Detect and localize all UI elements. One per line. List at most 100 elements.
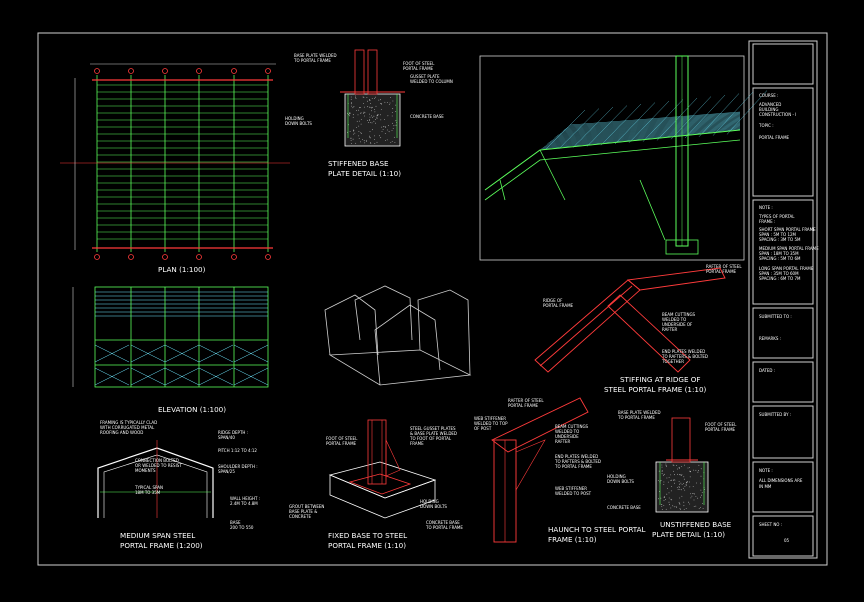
sheet-no-label: SHEET NO :	[759, 522, 782, 527]
stiffened-title-1: STIFFENED BASE	[328, 159, 389, 168]
sheet-no-value: 05	[784, 538, 790, 543]
concrete-aggregate	[358, 138, 360, 139]
concrete-aggregate	[670, 507, 672, 509]
concrete-aggregate	[686, 481, 688, 483]
concrete-aggregate	[383, 126, 384, 128]
concrete-aggregate	[380, 119, 382, 121]
ridge-stiffing-drawing	[534, 267, 726, 373]
cad-line	[656, 97, 698, 141]
cad-line	[130, 344, 166, 363]
elevation-drawing	[72, 286, 269, 388]
concrete-aggregate	[386, 129, 388, 131]
concrete-aggregate	[371, 107, 373, 109]
concrete-aggregate	[388, 125, 389, 126]
unstiffened-title-1: UNSTIFFENED BASE	[660, 520, 732, 529]
concrete-aggregate	[388, 104, 390, 105]
concrete-aggregate	[679, 489, 681, 490]
concrete-aggregate	[663, 481, 665, 483]
concrete-aggregate	[665, 463, 667, 465]
stiffened-title-2: PLATE DETAIL (1:10)	[328, 169, 401, 178]
concrete-aggregate	[679, 503, 680, 505]
label-steel-gusset: STEEL GUSSET PLATES	[410, 426, 456, 431]
concrete-aggregate	[364, 142, 366, 144]
concrete-aggregate	[700, 489, 702, 491]
concrete-aggregate	[678, 486, 680, 488]
concrete-aggregate	[376, 118, 378, 119]
concrete-aggregate	[693, 506, 695, 507]
concrete-aggregate	[350, 103, 352, 105]
concrete-aggregate	[670, 479, 672, 481]
concrete-aggregate	[685, 485, 687, 486]
concrete-aggregate	[680, 474, 681, 476]
concrete-aggregate	[360, 107, 361, 108]
concrete-aggregate	[380, 103, 381, 104]
label-portal-frame-ridge: PORTAL FRAME	[706, 269, 737, 274]
concrete-aggregate	[352, 114, 354, 116]
cad-line	[94, 344, 130, 363]
label-to-rafters-h: TO RAFTERS & BOLTED	[554, 459, 601, 464]
cad-line	[698, 93, 740, 137]
concrete-aggregate	[661, 506, 663, 507]
concrete-aggregate	[684, 489, 686, 491]
ridge-title-1: STIFFING AT RIDGE OF	[620, 375, 701, 384]
concrete-aggregate	[666, 493, 668, 495]
label-holding-fb: HOLDING	[420, 499, 439, 504]
cad-line	[547, 125, 741, 145]
concrete-aggregate	[665, 508, 667, 510]
concrete-aggregate	[668, 492, 670, 494]
concrete-aggregate	[384, 101, 386, 103]
concrete-aggregate	[683, 483, 684, 484]
concrete-aggregate	[369, 116, 371, 118]
concrete-aggregate	[379, 135, 380, 137]
concrete-aggregate	[667, 487, 668, 489]
concrete-aggregate	[366, 141, 367, 142]
concrete-aggregate	[368, 122, 369, 123]
concrete-aggregate	[693, 493, 695, 494]
label-web-stiffener-top: WEB STIFFENER	[474, 416, 506, 421]
concrete-aggregate	[378, 99, 380, 101]
concrete-aggregate	[685, 483, 687, 485]
note-label: NOTE :	[759, 205, 773, 210]
concrete-aggregate	[373, 120, 375, 122]
concrete-aggregate	[352, 116, 354, 118]
concrete-aggregate	[679, 508, 681, 509]
label-concrete-base-to: CONCRETE BASE	[426, 520, 460, 525]
concrete-aggregate	[356, 127, 357, 128]
note2-2: IN MM	[759, 484, 772, 489]
concrete-aggregate	[691, 495, 693, 497]
concrete-aggregate	[365, 139, 367, 141]
label-base-range: 200 TO 550	[230, 525, 254, 530]
concrete-aggregate	[667, 481, 669, 483]
concrete-aggregate	[392, 122, 393, 124]
concrete-aggregate	[363, 96, 365, 98]
concrete-aggregate	[664, 473, 665, 475]
cad-line	[561, 116, 741, 133]
label-shoulder: SHOULDER DEPTH :	[218, 464, 258, 469]
label-connection: CONNECTION BOLTED	[135, 458, 179, 463]
label-concrete-base-u: CONCRETE BASE	[607, 505, 641, 510]
note-6: MEDIUM SPAN PORTAL FRAME	[759, 246, 819, 251]
concrete-aggregate	[350, 98, 352, 100]
concrete-aggregate	[380, 99, 381, 101]
concrete-aggregate	[360, 123, 362, 125]
label-welded-to-column: WELDED TO COLUMN	[410, 79, 453, 84]
concrete-aggregate	[683, 509, 685, 510]
concrete-aggregate	[371, 110, 372, 112]
label-welded-to: WELDED TO	[662, 317, 686, 322]
label-base-plate-and: BASE PLATE &	[289, 509, 317, 514]
concrete-aggregate	[668, 477, 670, 478]
label-beam-cuttings-h: BEAM CUTTINGS	[555, 424, 589, 429]
concrete-aggregate	[394, 142, 396, 144]
concrete-aggregate	[700, 475, 702, 477]
label-span-40: SPAN/40	[218, 435, 235, 440]
cad-line	[726, 90, 768, 135]
label-web-stiffener: WEB STIFFENER	[555, 486, 587, 491]
label-concrete-base: CONCRETE BASE	[410, 114, 444, 119]
dated-label: DATED :	[759, 368, 775, 373]
concrete-aggregate	[675, 506, 677, 507]
concrete-aggregate	[364, 106, 365, 108]
concrete-aggregate	[364, 115, 365, 117]
concrete-aggregate	[688, 481, 690, 483]
note-4: SPAN : 5M TO 12M	[759, 232, 797, 237]
concrete-aggregate	[681, 484, 683, 485]
